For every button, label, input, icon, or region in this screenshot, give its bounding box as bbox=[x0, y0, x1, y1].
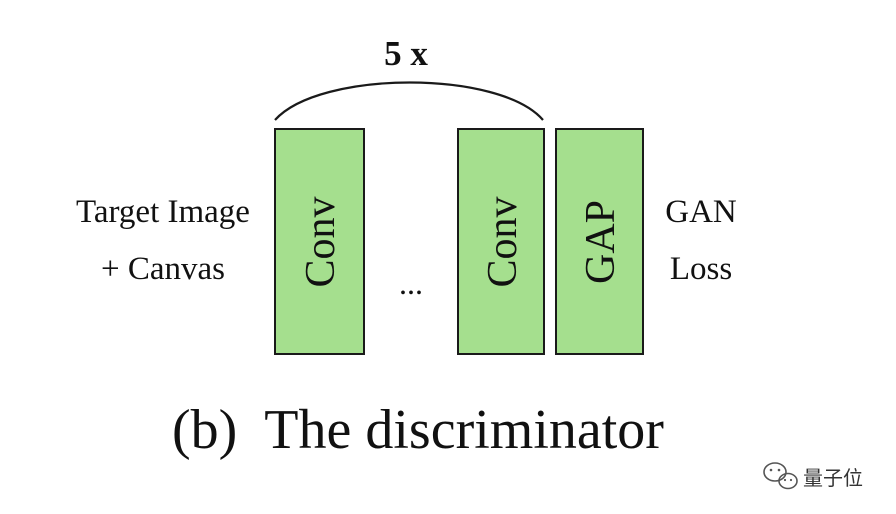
figure-caption: (b) The discriminator bbox=[172, 399, 664, 461]
repeat-bracket-arc bbox=[274, 81, 544, 121]
input-label-line1: Target Image bbox=[76, 194, 250, 230]
repeat-count-label: 5 x bbox=[384, 34, 428, 73]
conv-block-last bbox=[457, 128, 545, 355]
watermark-text: 量子位 bbox=[803, 466, 863, 490]
gap-block-label: GAP bbox=[578, 200, 624, 284]
output-label-line1: GAN bbox=[665, 194, 737, 230]
input-label-line2: + Canvas bbox=[101, 251, 225, 287]
conv-block-last-label: Conv bbox=[480, 196, 526, 287]
wechat-logo-icon bbox=[763, 462, 798, 490]
conv-block-first-label: Conv bbox=[298, 196, 344, 287]
conv-block-first bbox=[274, 128, 365, 355]
ellipsis-label: ... bbox=[399, 265, 423, 301]
output-label-line2: Loss bbox=[670, 251, 732, 287]
gap-block bbox=[555, 128, 644, 355]
